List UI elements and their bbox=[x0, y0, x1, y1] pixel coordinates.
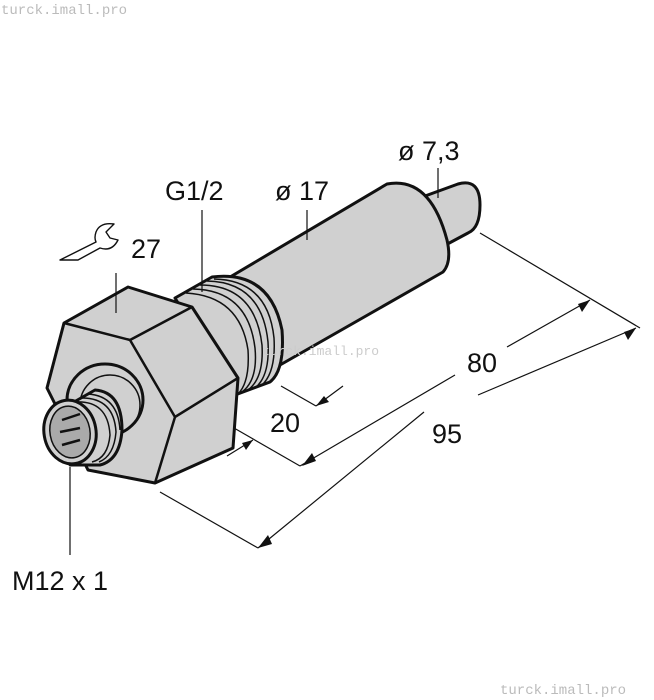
watermark-bottom: turck.imall.pro bbox=[500, 683, 626, 699]
wrench-size-label: 27 bbox=[131, 234, 161, 264]
thread-label: G1/2 bbox=[165, 176, 224, 206]
leader-lines bbox=[69, 168, 439, 555]
connector-label: M12 x 1 bbox=[12, 566, 108, 596]
m12-connector bbox=[42, 362, 145, 467]
thread-section bbox=[173, 274, 284, 397]
body-diameter-label: ø 17 bbox=[275, 176, 329, 206]
wrench-icon bbox=[59, 222, 119, 261]
dimension-lines bbox=[159, 232, 641, 549]
tip-diameter-label: ø 7,3 bbox=[398, 136, 460, 166]
length-20-label: 20 bbox=[270, 408, 300, 438]
watermark-top: turck.imall.pro bbox=[1, 3, 127, 19]
length-80-label: 80 bbox=[467, 348, 497, 378]
length-95-label: 95 bbox=[432, 419, 462, 449]
watermark-center: turck.imall.pro bbox=[262, 344, 379, 359]
